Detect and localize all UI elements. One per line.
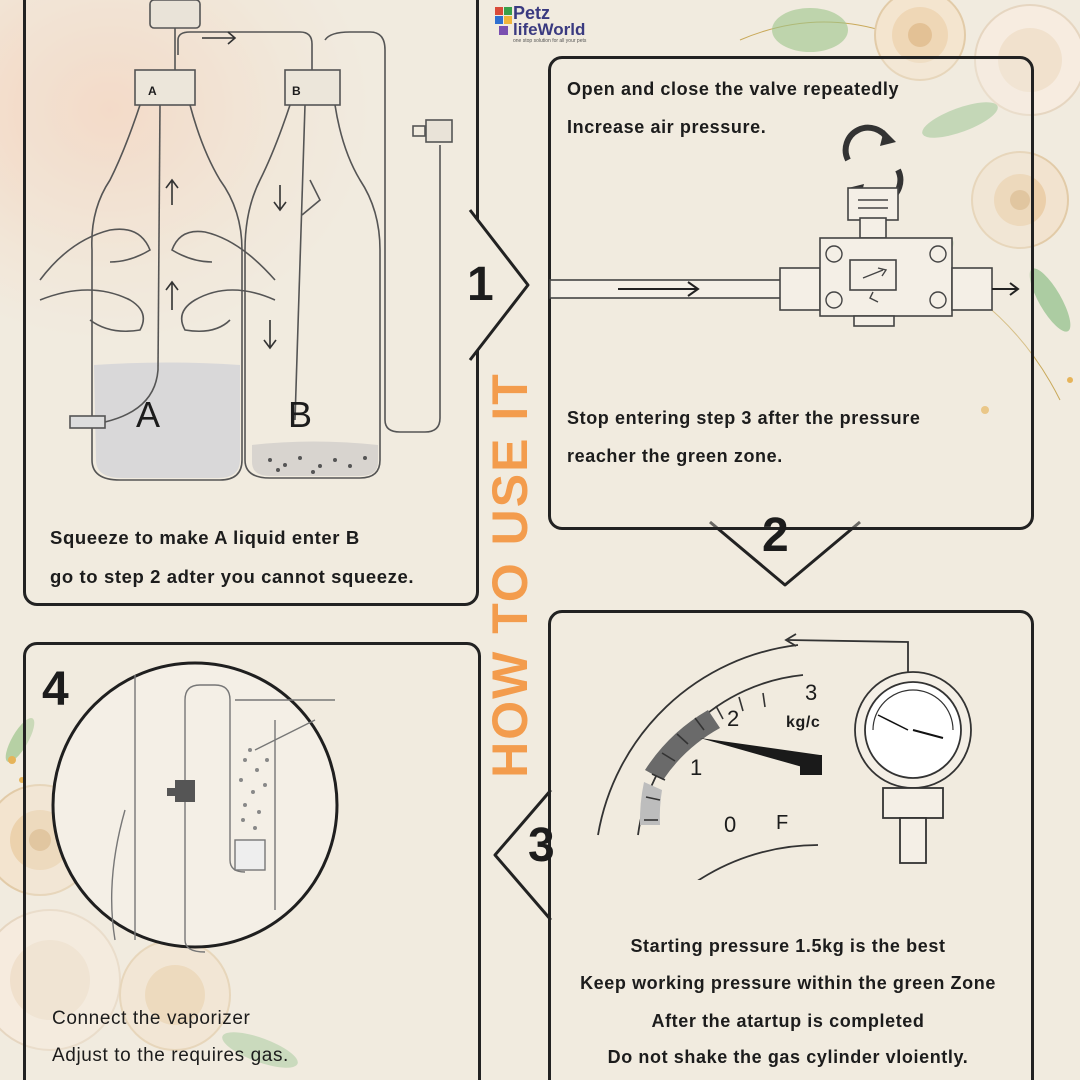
cap-label-b: B xyxy=(292,84,302,98)
gauge-label-3: 3 xyxy=(805,680,818,705)
page-title: HOW TO USE IT xyxy=(482,372,538,778)
gauge-label-0: 0 xyxy=(724,812,737,837)
step-1-panel xyxy=(23,0,479,606)
step-1-number: 1 xyxy=(467,258,494,311)
bottle-squeeze-illustration xyxy=(39,0,453,481)
paw-logo-icon xyxy=(495,7,512,35)
pressure-gauge-illustration xyxy=(597,633,972,880)
step-2-line-3: Stop entering step 3 after the pressure xyxy=(567,408,921,428)
bottle-label-a: A xyxy=(136,394,161,435)
step-3-line-4: Do not shake the gas cylinder vloiently. xyxy=(607,1047,969,1067)
cap-label-a: A xyxy=(148,84,158,98)
step-4-number: 4 xyxy=(42,663,69,716)
step-2-line-2: Increase air pressure. xyxy=(567,117,767,137)
brand-tagline: one stop solution for all your pets xyxy=(513,38,587,44)
step-2-line-4: reacher the green zone. xyxy=(567,446,783,466)
gauge-symbol: F xyxy=(776,812,789,834)
step-2-line-1: Open and close the valve repeatedly xyxy=(567,79,900,99)
step-3-line-1: Starting pressure 1.5kg is the best xyxy=(630,936,946,956)
gauge-unit: kg/c xyxy=(786,714,821,731)
gauge-label-2: 2 xyxy=(727,706,740,731)
step-1-line-2: go to step 2 adter you cannot squeeze. xyxy=(50,566,415,587)
step-3-line-3: After the atartup is completed xyxy=(651,1011,925,1031)
step-4-line-2: Adjust to the requires gas. xyxy=(52,1045,289,1066)
valve-illustration xyxy=(549,124,1020,327)
step-2-number: 2 xyxy=(762,509,789,562)
step-4-line-1: Connect the vaporizer xyxy=(52,1008,251,1029)
brand-logo: Petz lifeWorld one stop solution for all… xyxy=(495,3,623,45)
vaporizer-illustration xyxy=(51,661,339,953)
gauge-label-1: 1 xyxy=(690,755,703,780)
step-3-number: 3 xyxy=(528,819,555,872)
bottle-label-b: B xyxy=(288,394,313,435)
step-3-line-2: Keep working pressure within the green Z… xyxy=(580,973,996,993)
brand-name-line-1: Petz xyxy=(513,3,551,23)
brand-name-line-2: lifeWorld xyxy=(513,20,586,39)
step-1-line-1: Squeeze to make A liquid enter B xyxy=(50,527,360,548)
